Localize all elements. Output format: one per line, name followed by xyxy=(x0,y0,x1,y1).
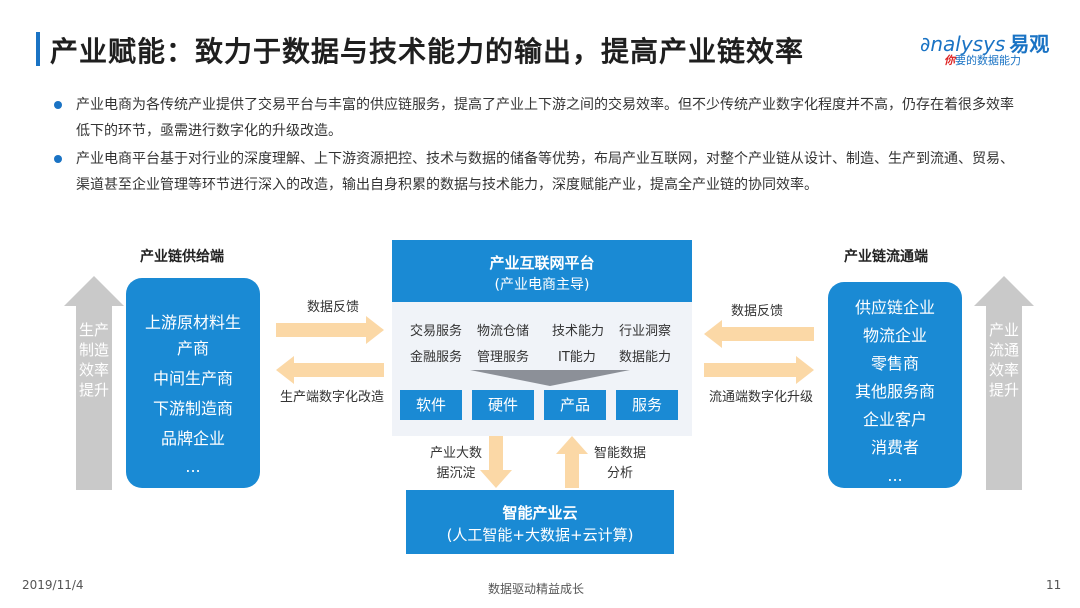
circulation-efficiency-arrow: 产业流通效率提升 xyxy=(974,276,1034,490)
arrow-head xyxy=(276,356,294,384)
circulation-item: 消费者 xyxy=(870,438,919,457)
intelligent-cloud-box: 智能产业云 (人工智能+大数据+云计算) xyxy=(406,490,674,554)
service-label: 数据能力 xyxy=(619,350,672,365)
service-label: 交易服务 xyxy=(410,324,463,339)
right-feedback-label: 数据反馈 xyxy=(730,304,783,319)
right-arrow-to-circulation xyxy=(704,356,814,384)
circulation-item: 企业客户 xyxy=(862,410,927,429)
supply-side-header: 产业链供给端 xyxy=(140,249,224,265)
circulation-item: ... xyxy=(887,466,903,485)
logo-tagline: 你要的数据能力 xyxy=(944,52,1021,68)
big-data-label: 产业大数据沉淀 xyxy=(429,446,482,481)
service-label: 管理服务 xyxy=(477,350,530,365)
circulation-item: 物流企业 xyxy=(862,326,927,345)
arrow-head xyxy=(366,316,384,344)
tile-software: 软件 xyxy=(400,390,462,420)
data-analysis-label: 智能数据分析 xyxy=(593,446,646,481)
supply-item: 下游制造商 xyxy=(152,399,233,418)
right-arrow-to-platform xyxy=(276,316,384,344)
arrow-body xyxy=(76,304,112,490)
bullet-point-2: 产业电商平台基于对行业的深度理解、上下游资源把控、技术与数据的储备等优势，布局产… xyxy=(54,146,1026,198)
service-label: 物流仓储 xyxy=(477,324,530,339)
supply-item: 中间生产商 xyxy=(152,369,233,388)
arrow-head xyxy=(480,470,512,488)
supply-efficiency-arrow: 生产制造效率提升 xyxy=(64,276,124,490)
platform-subtitle: (产业电商主导) xyxy=(494,277,590,293)
logo-swirl-icon: ∂ xyxy=(920,32,931,56)
service-label: 技术能力 xyxy=(552,324,605,339)
cloud-subtitle: (人工智能+大数据+云计算) xyxy=(446,526,634,544)
down-arrow-to-cloud xyxy=(480,436,512,488)
page-title: 产业赋能：致力于数据与技术能力的输出，提高产业链效率 xyxy=(50,35,805,68)
arrow-head xyxy=(556,436,588,454)
supply-item: ... xyxy=(185,457,201,476)
tile-product: 产品 xyxy=(544,390,606,420)
logo-cn: 易观 xyxy=(1009,32,1050,56)
left-arrow-to-supply xyxy=(276,356,384,384)
cloud-title: 智能产业云 xyxy=(502,504,578,522)
up-arrow-to-platform xyxy=(556,436,588,488)
supply-item: 上游原材料生产商 xyxy=(144,313,241,358)
supply-digital-label: 生产端数字化改造 xyxy=(279,390,384,405)
arrow-head xyxy=(704,320,722,348)
up-arrow-head xyxy=(974,276,1034,306)
logo-text: nalysys xyxy=(930,32,1006,56)
funnel-triangle xyxy=(470,370,630,386)
supply-efficiency-label: 生产制造效率提升 xyxy=(78,321,109,399)
circulation-item: 供应链企业 xyxy=(854,298,935,317)
logo-tagline-text: 要的数据能力 xyxy=(955,54,1021,67)
platform-header: 产业互联网平台 (产业电商主导) xyxy=(392,240,692,302)
left-arrow-to-platform xyxy=(704,320,814,348)
tile-hardware: 硬件 xyxy=(472,390,534,420)
circulation-digital-label: 流通端数字化升级 xyxy=(708,390,813,405)
arrow-body xyxy=(565,454,579,488)
arrow-body xyxy=(986,304,1022,490)
circulation-side-header: 产业链流通端 xyxy=(844,249,928,265)
supply-item: 品牌企业 xyxy=(160,429,225,448)
arrow-body xyxy=(294,363,384,377)
platform-title: 产业互联网平台 xyxy=(489,254,595,272)
logo-tagline-accent: 你 xyxy=(944,54,955,67)
arrow-body xyxy=(489,436,503,472)
bullet-point-1: 产业电商为各传统产业提供了交易平台与丰富的供应链服务，提高了产业上下游之间的交易… xyxy=(54,92,1026,144)
service-label: 行业洞察 xyxy=(619,324,672,339)
service-label: IT能力 xyxy=(558,350,596,365)
circulation-item: 零售商 xyxy=(870,354,919,373)
circulation-side-box: 供应链企业 物流企业 零售商 其他服务商 企业客户 消费者 ... xyxy=(828,282,962,488)
page-number: 11 xyxy=(1046,578,1062,592)
up-arrow-head xyxy=(64,276,124,306)
service-label: 金融服务 xyxy=(410,350,463,365)
arrow-head xyxy=(796,356,814,384)
left-feedback-label: 数据反馈 xyxy=(306,300,359,315)
arrow-body xyxy=(704,363,796,377)
footer-date: 2019/11/4 xyxy=(22,578,84,592)
circulation-item: 其他服务商 xyxy=(854,382,935,401)
arrow-body xyxy=(722,327,814,341)
tile-service: 服务 xyxy=(616,390,678,420)
footer-slogan: 数据驱动精益成长 xyxy=(488,582,585,596)
circulation-efficiency-label: 产业流通效率提升 xyxy=(988,321,1019,399)
arrow-body xyxy=(276,323,366,337)
title-accent-bar xyxy=(36,32,40,66)
supply-side-box: 上游原材料生产商 中间生产商 下游制造商 品牌企业 ... xyxy=(126,278,260,488)
